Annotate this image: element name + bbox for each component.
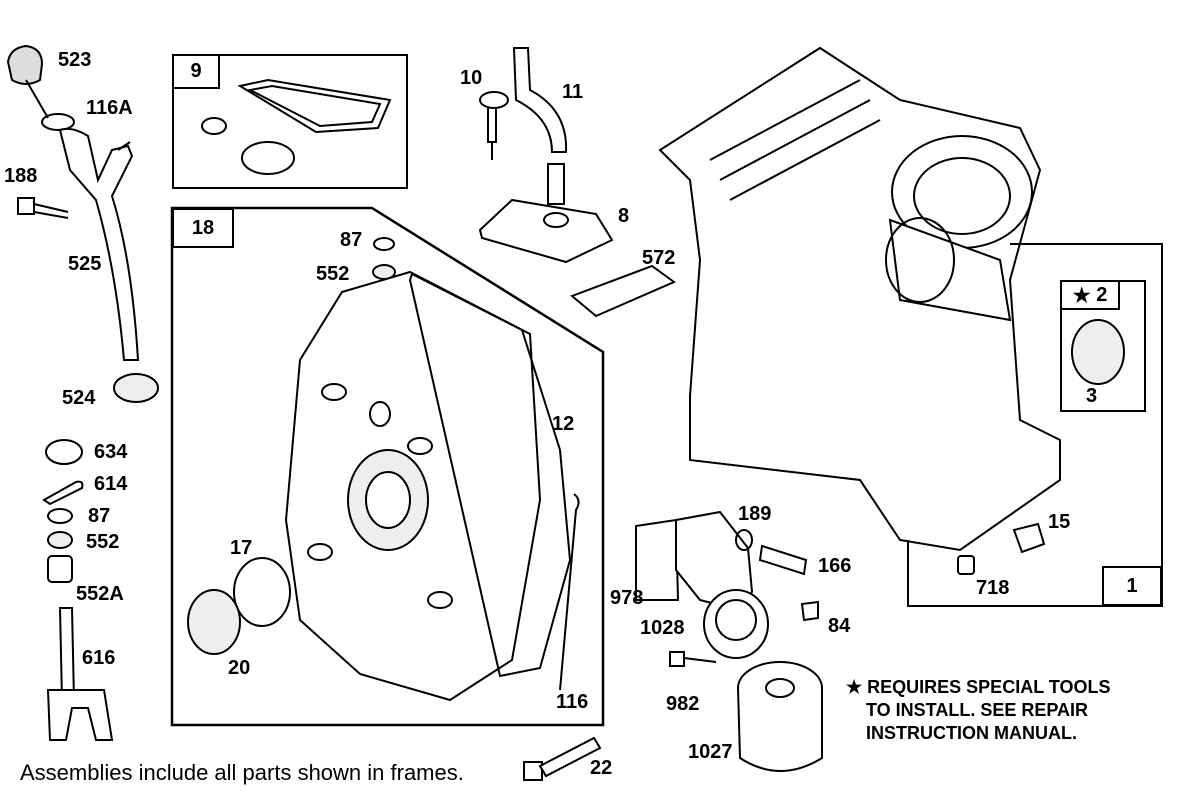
governor-shaft-616 xyxy=(46,607,114,741)
washer-87 xyxy=(47,508,73,524)
engine-block-1 xyxy=(658,46,1061,552)
special-tools-note: ★ REQUIRES SPECIAL TOOLS TO INSTALL. SEE… xyxy=(846,676,1111,745)
part-label-552-cover: 552 xyxy=(316,263,350,285)
part-label-718: 718 xyxy=(976,577,1010,599)
part-label-15: 15 xyxy=(1048,511,1071,533)
part-label-616: 616 xyxy=(82,647,116,669)
part-label-18: 18 xyxy=(191,216,215,239)
part-label-552A: 552A xyxy=(76,583,124,605)
part-label-87: 87 xyxy=(88,505,111,527)
plug-84 xyxy=(800,600,819,622)
part-label-1027: 1027 xyxy=(688,741,733,763)
part-label-188: 188 xyxy=(4,165,38,187)
part-label-634: 634 xyxy=(94,441,128,463)
oil-filter-1027 xyxy=(737,661,823,772)
part-label-982: 982 xyxy=(666,693,700,715)
part-label-8: 8 xyxy=(618,205,630,227)
part-label-166: 166 xyxy=(818,555,852,577)
pin-614 xyxy=(42,480,84,506)
special-tool-star-icon: ★ xyxy=(1072,284,1091,307)
part-label-552: 552 xyxy=(86,531,120,553)
breather-tube-11 xyxy=(512,47,568,153)
gasket-set-9 xyxy=(201,78,392,175)
part-label-9: 9 xyxy=(190,60,202,82)
part-label-189: 189 xyxy=(738,503,772,525)
frame-1-tag: 1 xyxy=(1102,566,1162,606)
part-label-11: 11 xyxy=(562,81,584,103)
star-icon: ★ xyxy=(846,677,863,697)
breather-clip-572 xyxy=(570,264,677,318)
assemblies-footnote: Assemblies include all parts shown in fr… xyxy=(20,760,464,785)
frame-9-tag: 9 xyxy=(172,54,220,89)
dipstick-tube-525 xyxy=(58,127,140,361)
nipple-166 xyxy=(758,544,808,576)
note-line-1: REQUIRES SPECIAL TOOLS xyxy=(867,677,1111,697)
frame-18-tag: 18 xyxy=(172,208,234,248)
part-label-524: 524 xyxy=(62,387,96,409)
seal-552 xyxy=(47,531,73,549)
ring-189 xyxy=(735,529,753,551)
frame-2-tag: ★ 2 xyxy=(1060,280,1120,310)
note-line-3: INSTRUCTION MANUAL. xyxy=(866,723,1077,743)
part-label-1028: 1028 xyxy=(640,617,685,639)
frame-9 xyxy=(172,54,408,189)
filter-adapter-1028 xyxy=(675,510,769,659)
part-label-20: 20 xyxy=(228,657,251,679)
breather-bolt-10 xyxy=(479,91,509,160)
part-label-87-cover: 87 xyxy=(340,229,363,251)
part-label-17: 17 xyxy=(230,537,253,559)
part-label-572: 572 xyxy=(642,247,676,269)
part-label-523: 523 xyxy=(58,49,92,71)
part-label-2: 2 xyxy=(1096,283,1108,306)
crankcase-cover-18 xyxy=(284,237,580,702)
part-label-525: 525 xyxy=(68,253,102,275)
o-ring-116A xyxy=(41,113,75,131)
part-label-22: 22 xyxy=(590,757,613,779)
part-label-3: 3 xyxy=(1086,385,1098,407)
part-label-116: 116 xyxy=(556,691,589,713)
bushing-552A xyxy=(47,555,73,583)
plug-15 xyxy=(1012,522,1046,554)
part-label-116A: 116A xyxy=(86,97,133,119)
screw-982 xyxy=(669,651,717,667)
bearing-17 xyxy=(233,557,291,627)
part-label-1: 1 xyxy=(1126,574,1138,597)
part-label-12: 12 xyxy=(552,413,575,435)
grommet-524 xyxy=(113,373,159,403)
frame-1-outline xyxy=(907,243,1163,607)
oil-seal-20 xyxy=(187,589,241,655)
part-label-978: 978 xyxy=(610,587,644,609)
part-label-10: 10 xyxy=(460,67,483,89)
screw-188 xyxy=(17,197,69,219)
gasket-978 xyxy=(635,518,680,601)
dowel-718 xyxy=(957,555,975,575)
dipstick-cap-523 xyxy=(6,44,49,119)
part-label-84: 84 xyxy=(828,615,851,637)
seal-634 xyxy=(45,439,83,465)
bolt-22 xyxy=(523,736,602,781)
part-label-614: 614 xyxy=(94,473,128,495)
note-line-2: TO INSTALL. SEE REPAIR xyxy=(866,700,1089,720)
breather-cover-8 xyxy=(478,163,614,264)
oil-seal-3 xyxy=(1071,319,1125,385)
